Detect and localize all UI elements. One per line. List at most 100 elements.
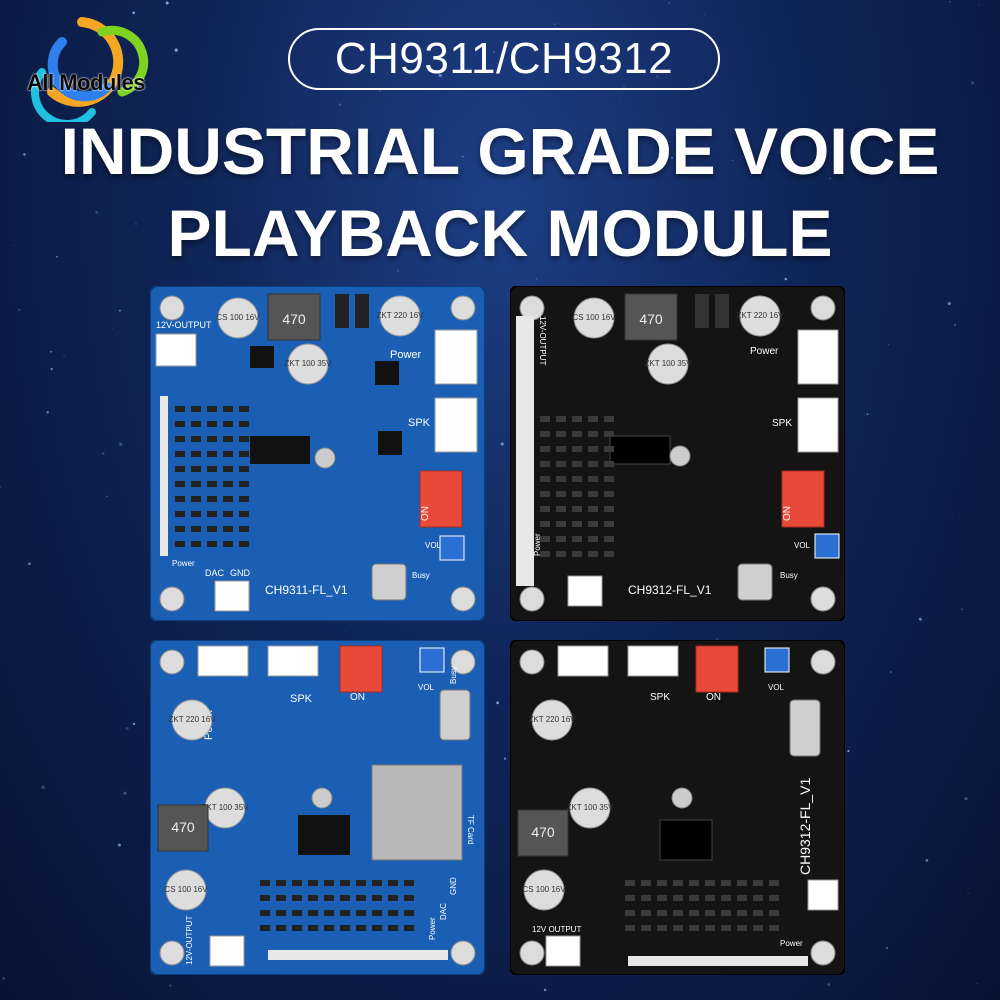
smd-component [588, 476, 598, 482]
smd-component [175, 406, 185, 412]
smd-component [572, 431, 582, 437]
volume-potentiometer[interactable] [814, 533, 840, 559]
mount-hole [159, 295, 185, 321]
smd-component [769, 880, 779, 886]
smd-component [175, 511, 185, 517]
smd-component [556, 521, 566, 527]
smd-component [737, 910, 747, 916]
headline: INDUSTRIAL GRADE VOICE PLAYBACK MODULE [0, 110, 1000, 274]
smd-component [721, 910, 731, 916]
terminal-block [197, 645, 249, 677]
smd-component [404, 880, 414, 886]
output-label: 12V-OUTPUT [538, 316, 547, 365]
smd-component [705, 910, 715, 916]
smd-component [356, 910, 366, 916]
power-label: Power [533, 533, 542, 556]
smd-component [625, 895, 635, 901]
dip-switch[interactable] [339, 645, 383, 693]
smd-component [175, 481, 185, 487]
usb-c-port[interactable] [737, 563, 773, 601]
smd-component [388, 910, 398, 916]
smd-component [604, 521, 614, 527]
star [359, 249, 361, 252]
smd-component [737, 895, 747, 901]
smd-component [388, 895, 398, 901]
volume-potentiometer[interactable] [764, 647, 790, 673]
usb-c-port[interactable] [371, 563, 407, 601]
dip-on-label: ON [782, 506, 793, 521]
star [165, 1, 169, 5]
logo-swirl-icon [31, 17, 149, 128]
star [76, 880, 78, 882]
volume-potentiometer[interactable] [419, 647, 445, 673]
smd-component [556, 461, 566, 467]
terminal-block [807, 879, 839, 911]
terminal-block [557, 645, 609, 677]
smd-component [372, 910, 382, 916]
smd-component [239, 511, 249, 517]
cap-label: ZKT 220 16V [169, 715, 217, 724]
smd-component [556, 476, 566, 482]
smd-component [207, 421, 217, 427]
star [46, 411, 49, 414]
model-title-pill: CH9311/CH9312 [288, 28, 720, 90]
star [28, 562, 31, 566]
smd-component [753, 910, 763, 916]
star [174, 48, 178, 52]
vol-label: VOL [425, 541, 442, 550]
cap-label: ZKT 220 16V [377, 311, 425, 320]
smd-component [239, 526, 249, 532]
smd-component [276, 910, 286, 916]
cap-label: CS 100 16V [572, 313, 616, 322]
smd-component [308, 910, 318, 916]
smd-component [657, 910, 667, 916]
smd-component [292, 910, 302, 916]
smd-component [207, 541, 217, 547]
terminal-block [267, 645, 319, 677]
smd-component [207, 436, 217, 442]
smd-component [572, 476, 582, 482]
star [887, 343, 889, 346]
smd-component [588, 491, 598, 497]
smd-component [239, 451, 249, 457]
inductor-label: 470 [171, 819, 195, 835]
star [918, 617, 922, 621]
usb-c-port[interactable] [439, 689, 471, 741]
smd-component [207, 466, 217, 472]
tf-card-slot[interactable] [371, 764, 463, 861]
dip-switch[interactable] [781, 470, 825, 528]
cap-label: ZKT 100 35V [202, 803, 250, 812]
dip-switch[interactable] [695, 645, 739, 693]
cap-label: ZKT 100 35V [645, 359, 693, 368]
output-label: 12V-OUTPUT [185, 916, 194, 965]
smd-component [175, 526, 185, 532]
smd-component [572, 506, 582, 512]
smd-component [308, 895, 318, 901]
smd-component [372, 895, 382, 901]
volume-potentiometer[interactable] [439, 535, 465, 561]
board-ch9312-front: 470 CS 100 16V ZKT 220 16V ZKT 100 35V P… [510, 286, 845, 621]
smd-component [239, 496, 249, 502]
smd-component [308, 880, 318, 886]
smd-component [276, 895, 286, 901]
power-label: Power [428, 917, 437, 940]
smd-component [604, 461, 614, 467]
smd-component [540, 416, 550, 422]
smd-component [191, 511, 201, 517]
star [949, 1, 951, 3]
star [112, 327, 114, 329]
star [967, 892, 969, 895]
usb-c-port[interactable] [789, 699, 821, 757]
smd-component [689, 925, 699, 931]
star [438, 73, 442, 78]
smd-component [588, 416, 598, 422]
smd-component [388, 880, 398, 886]
dip-switch[interactable] [419, 470, 463, 528]
smd-component [260, 895, 270, 901]
brand-logo: All Modules [12, 12, 172, 128]
busy-label: Busy [412, 571, 430, 580]
star [330, 27, 331, 28]
terminal-block [627, 645, 679, 677]
inductor-label: 470 [531, 824, 555, 840]
output-label: 12V OUTPUT [532, 925, 581, 934]
